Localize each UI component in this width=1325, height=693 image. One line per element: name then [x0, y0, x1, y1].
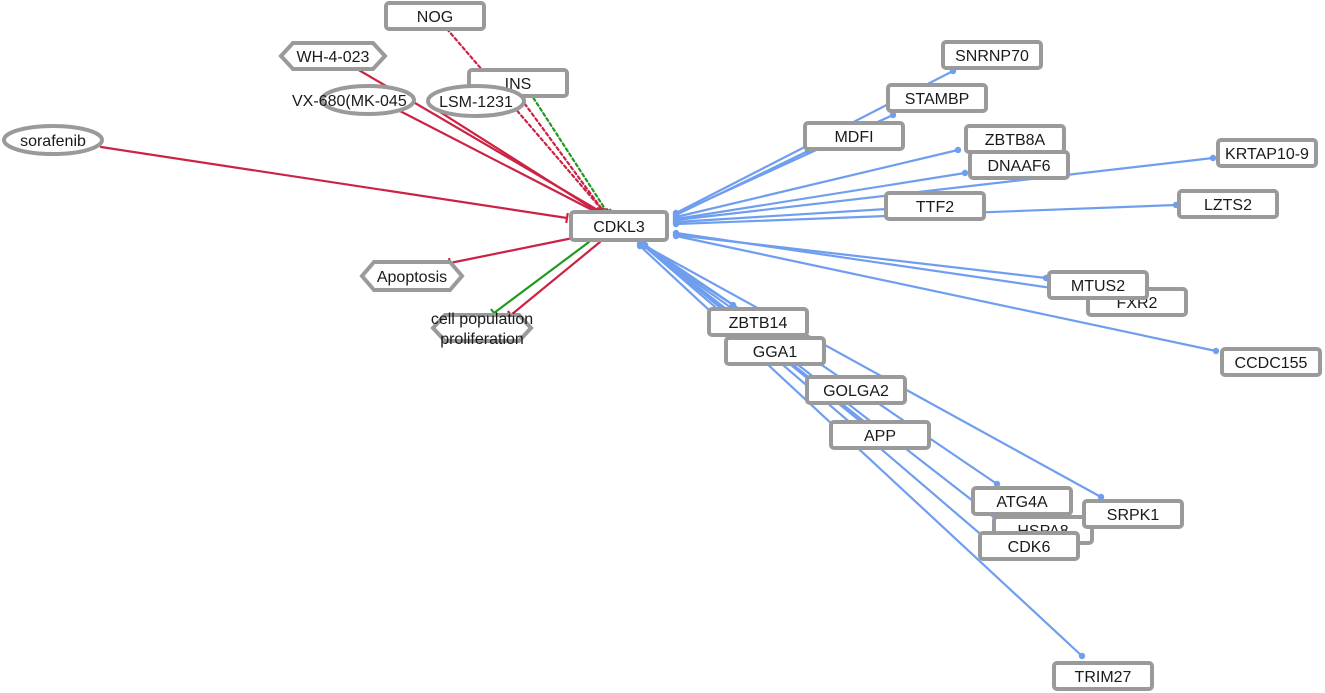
node-wh4023-shape[interactable]	[278, 41, 388, 71]
node-ccdc155-shape[interactable]	[1220, 347, 1322, 377]
node-mdfi-label: MDFI	[834, 129, 873, 146]
node-snrnp70-label: SNRNP70	[955, 48, 1029, 65]
edge-cdkl3-ccdc155-binding	[672, 232, 1220, 355]
node-vx680-label: VX-680(MK-045	[292, 93, 407, 110]
node-snrnp70[interactable]: SNRNP70	[941, 40, 1043, 70]
node-dnaaf6-label: DNAAF6	[987, 158, 1050, 175]
node-gga1-label: GGA1	[753, 344, 798, 361]
edge-cdkl3-mtus2-binding	[672, 231, 1050, 282]
node-gga1-shape[interactable]	[724, 336, 826, 366]
node-lsm1231-shape[interactable]	[426, 84, 526, 118]
node-lsm1231-label: LSM-1231	[439, 94, 513, 111]
node-zbtb14-shape[interactable]	[707, 307, 809, 337]
node-cdkl3[interactable]: CDKL3	[569, 210, 669, 242]
node-srpk1[interactable]: SRPK1	[1082, 499, 1184, 529]
node-gga1[interactable]: GGA1	[724, 336, 826, 366]
node-mtus2[interactable]: MTUS2	[1047, 270, 1149, 300]
node-dnaaf6-shape[interactable]	[968, 150, 1070, 180]
node-cdk6-shape[interactable]	[978, 531, 1080, 561]
edge-cdkl3-fxr2-binding	[672, 229, 1090, 297]
node-vx680[interactable]: VX-680(MK-045	[292, 84, 416, 116]
node-cdk6[interactable]: CDK6	[978, 531, 1080, 561]
node-cdkl3-label: CDKL3	[593, 219, 645, 236]
node-srpk1-label: SRPK1	[1107, 507, 1160, 524]
node-cellprolif-shape[interactable]	[430, 313, 534, 343]
node-stambp-shape[interactable]	[886, 83, 988, 113]
node-lsm1231[interactable]: LSM-1231	[426, 84, 526, 118]
node-nog-shape[interactable]	[384, 1, 486, 31]
node-ttf2-shape[interactable]	[884, 191, 986, 221]
node-ttf2[interactable]: TTF2	[884, 191, 986, 221]
node-zbtb14[interactable]: ZBTB14	[707, 307, 809, 337]
node-stambp[interactable]: STAMBP	[886, 83, 988, 113]
node-srpk1-shape[interactable]	[1082, 499, 1184, 529]
node-golga2-label: GOLGA2	[823, 383, 889, 400]
edge-nog-cdkl3-inhibit	[445, 27, 609, 217]
node-app[interactable]: APP	[829, 420, 931, 450]
node-sorafenib-label: sorafenib	[20, 133, 86, 150]
edge-ins-cdkl3-activate	[525, 86, 612, 216]
node-mtus2-label: MTUS2	[1071, 278, 1125, 295]
edge-layer	[99, 27, 1220, 660]
edge-cdkl3-cellprolif-activate	[490, 240, 591, 318]
node-atg4a[interactable]: ATG4A	[971, 486, 1073, 516]
node-ccdc155-label: CCDC155	[1235, 355, 1308, 372]
node-lzts2-shape[interactable]	[1177, 189, 1279, 219]
node-zbtb14-label: ZBTB14	[729, 315, 788, 332]
node-atg4a-label: ATG4A	[996, 494, 1048, 511]
node-dnaaf6[interactable]: DNAAF6	[968, 150, 1070, 180]
node-krtap109[interactable]: KRTAP10-9	[1216, 138, 1318, 168]
node-trim27-label: TRIM27	[1075, 669, 1132, 686]
edge-sorafenib-cdkl3-inhibit	[99, 145, 569, 224]
node-apoptosis[interactable]: Apoptosis	[359, 260, 465, 292]
node-sorafenib-shape[interactable]	[2, 124, 104, 156]
node-sorafenib[interactable]: sorafenib	[2, 124, 104, 156]
node-golga2[interactable]: GOLGA2	[805, 375, 907, 405]
node-wh4023[interactable]: WH-4-023	[278, 41, 388, 71]
node-snrnp70-shape[interactable]	[941, 40, 1043, 70]
node-ttf2-label: TTF2	[916, 199, 954, 216]
node-cdkl3-shape[interactable]	[569, 210, 669, 242]
node-golga2-shape[interactable]	[805, 375, 907, 405]
edge-cdkl3-cellprolif-inhibit	[506, 240, 602, 320]
node-wh4023-label: WH-4-023	[297, 49, 370, 66]
edge-cdkl3-apoptosis-inhibit	[447, 236, 575, 269]
node-atg4a-shape[interactable]	[971, 486, 1073, 516]
node-app-shape[interactable]	[829, 420, 931, 450]
node-lzts2[interactable]: LZTS2	[1177, 189, 1279, 219]
node-stambp-label: STAMBP	[905, 91, 970, 108]
node-apoptosis-label: Apoptosis	[377, 269, 447, 286]
node-ccdc155[interactable]: CCDC155	[1220, 347, 1322, 377]
node-krtap109-label: KRTAP10-9	[1225, 146, 1309, 163]
node-nog-label: NOG	[417, 9, 453, 26]
node-vx680-shape[interactable]	[320, 84, 416, 116]
node-trim27-shape[interactable]	[1052, 661, 1154, 691]
node-cdk6-label: CDK6	[1008, 539, 1051, 556]
node-mdfi[interactable]: MDFI	[803, 121, 905, 151]
node-app-label: APP	[864, 428, 896, 445]
node-trim27[interactable]: TRIM27	[1052, 661, 1154, 691]
node-krtap109-shape[interactable]	[1216, 138, 1318, 168]
node-mtus2-shape[interactable]	[1047, 270, 1149, 300]
node-mdfi-shape[interactable]	[803, 121, 905, 151]
node-apoptosis-shape[interactable]	[359, 260, 465, 292]
node-zbtb8a[interactable]: ZBTB8A	[964, 124, 1066, 154]
node-zbtb8a-label: ZBTB8A	[985, 132, 1046, 149]
node-nog[interactable]: NOG	[384, 1, 486, 31]
node-lzts2-label: LZTS2	[1204, 197, 1252, 214]
